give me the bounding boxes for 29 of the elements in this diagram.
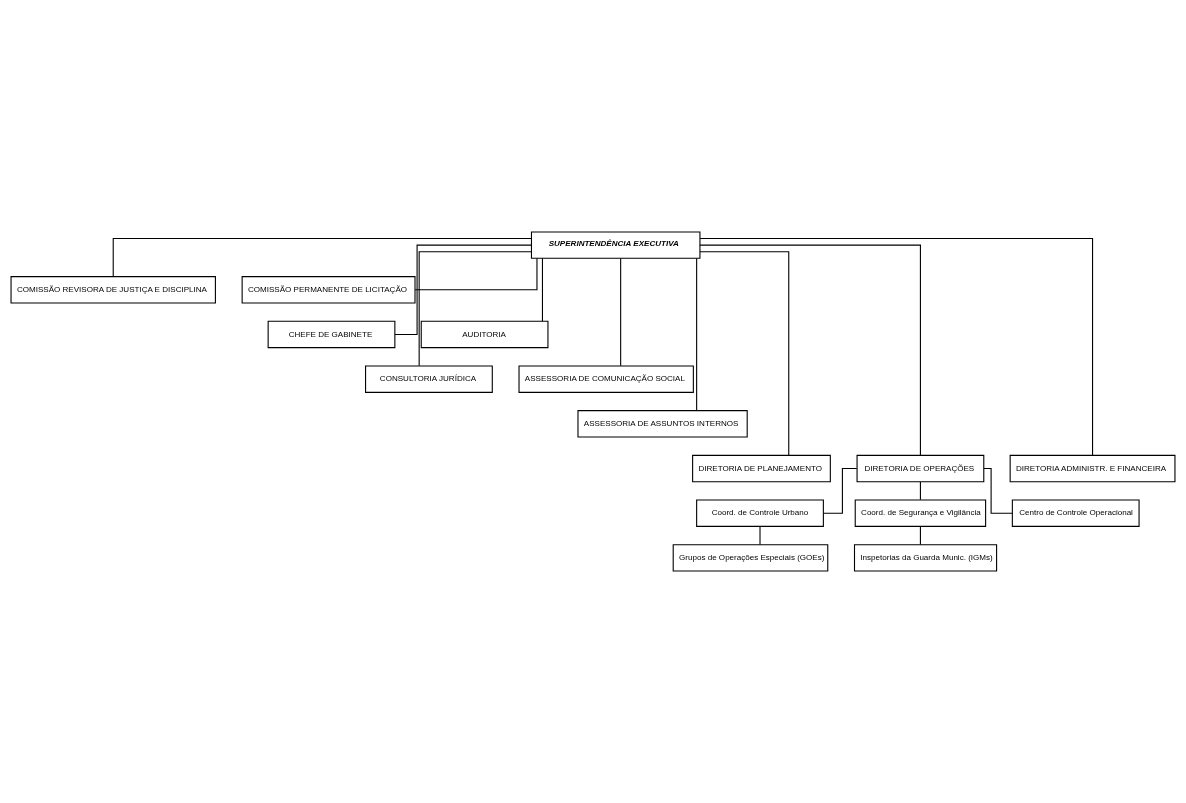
node-box: Centro de Controle Operacional	[1011, 499, 1140, 527]
node-box: AUDITORIA	[420, 320, 549, 349]
connector	[414, 257, 538, 291]
node-box: ASSESSORIA DE ASSUNTOS INTERNOS	[577, 410, 748, 438]
node-box: DIRETORIA DE OPERAÇÕES	[856, 454, 985, 483]
connector	[759, 526, 761, 546]
connector	[696, 258, 698, 412]
node-box: CHEFE DE GABINETE	[267, 320, 396, 349]
connector	[699, 237, 1094, 456]
connector	[394, 244, 532, 336]
node-box: Inspetorias da Guarda Munic. (IGMs)	[853, 544, 998, 572]
connector	[983, 467, 1013, 514]
node-box: COMISSÃO REVISORA DE JUSTIÇA E DISCIPLINA	[10, 276, 216, 304]
connector	[112, 237, 532, 278]
connector	[541, 257, 543, 322]
node-box: DIRETORIA DE PLANEJAMENTO	[692, 454, 831, 483]
node-box: SUPERINTENDÊNCIA EXECUTIVA	[530, 231, 701, 259]
connector	[418, 251, 532, 367]
node-box: COMISSÃO PERMANENTE DE LICITAÇÃO	[241, 276, 416, 304]
node-box: CONSULTORIA JURÍDICA	[365, 365, 493, 393]
node-box: DIRETORIA ADMINISTR. E FINANCEIRA	[1009, 454, 1176, 483]
connector	[919, 481, 921, 501]
node-box: Coord. de Segurança e Vigilância	[854, 499, 987, 527]
connector	[699, 251, 790, 456]
node-box: Grupos de Operações Especiais (GOEs)	[672, 544, 829, 572]
node-box: ASSESSORIA DE COMUNICAÇÃO SOCIAL	[518, 365, 694, 393]
node-box: Coord. de Controle Urbano	[696, 499, 824, 527]
connector	[620, 257, 622, 367]
connector	[699, 244, 921, 456]
